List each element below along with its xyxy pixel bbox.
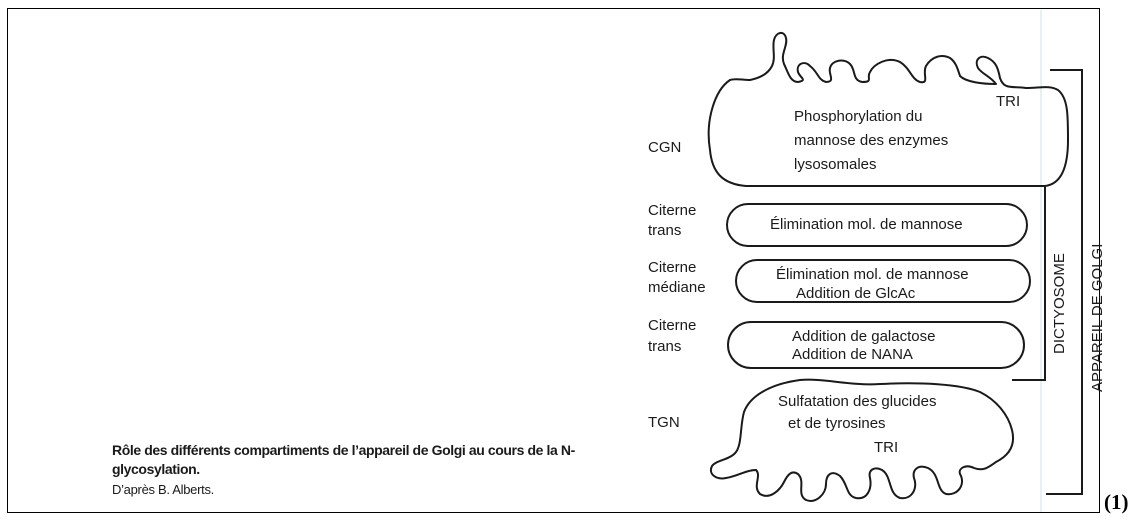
cgn-text-line1: Phosphorylation du <box>794 108 922 125</box>
cgn-text-line3: lysosomales <box>794 156 877 173</box>
caption-title: Rôle des différents compartiments de l’a… <box>112 441 582 479</box>
cgn-tri-label: TRI <box>996 93 1020 110</box>
cis-label-line1: Citerne <box>648 202 696 219</box>
trans-text-line1: Addition de galactose <box>792 328 935 345</box>
cis-label-line2: trans <box>648 222 681 239</box>
golgi-apparatus-label: APPAREIL DE GOLGI <box>1089 244 1106 392</box>
trans-label-line2: trans <box>648 338 681 355</box>
tgn-label: TGN <box>648 414 680 431</box>
cis-text-line1: Élimination mol. de mannose <box>770 216 963 233</box>
trans-label-line1: Citerne <box>648 317 696 334</box>
tgn-text-line2: et de tyrosines <box>788 415 886 432</box>
cgn-text-line2: mannose des enzymes <box>794 132 948 149</box>
cgn-label: CGN <box>648 139 681 156</box>
medial-label-line2: médiane <box>648 279 706 296</box>
dictyosome-bracket <box>976 186 1045 380</box>
medial-label-line1: Citerne <box>648 259 696 276</box>
figure-number: (1) <box>1104 490 1129 515</box>
medial-text-line2: Addition de GlcAc <box>796 285 916 302</box>
figure-caption: Rôle des différents compartiments de l’a… <box>112 441 582 497</box>
medial-text-line1: Élimination mol. de mannose <box>776 266 969 283</box>
tgn-tri-label: TRI <box>874 439 898 456</box>
dictyosome-label: DICTYOSOME <box>1051 253 1068 354</box>
caption-source: D’après B. Alberts. <box>112 482 582 497</box>
tgn-text-line1: Sulfatation des glucides <box>778 393 936 410</box>
trans-text-line2: Addition de NANA <box>792 346 913 363</box>
